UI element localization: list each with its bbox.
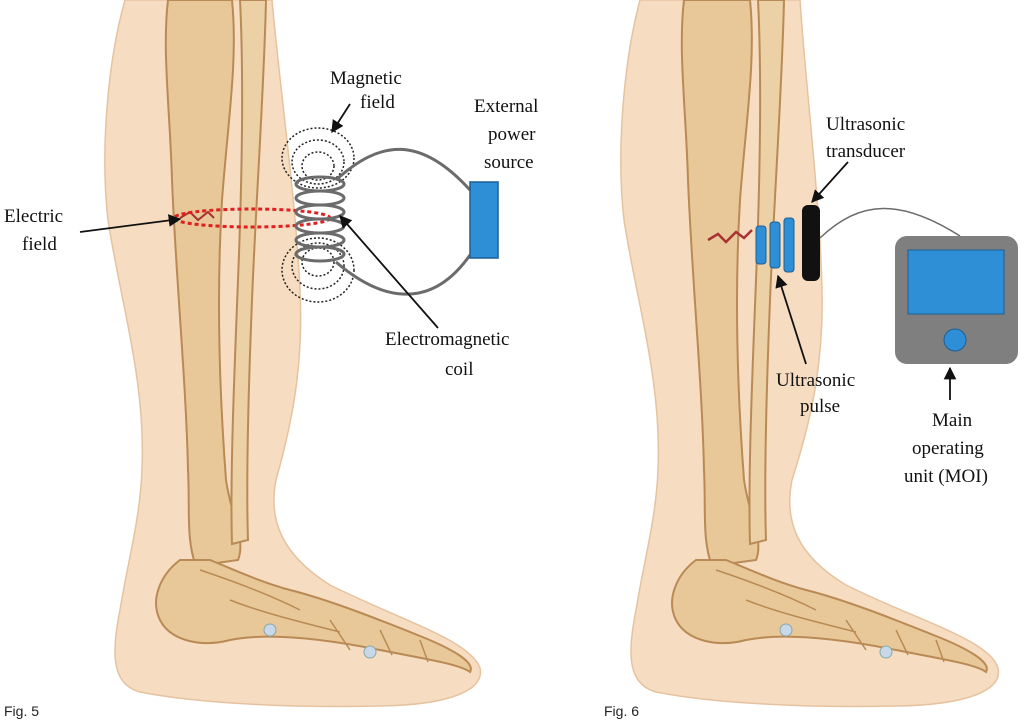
moi-label: unit (MOI) [904,466,988,487]
magnetic-field-label: field [360,92,395,113]
em-coil-label: Electromagnetic [385,329,510,350]
em-coil-label: coil [445,359,474,380]
pulse-label: Ultrasonic [776,370,855,391]
fig6-tibia [680,0,760,568]
fig6-joint-marker [779,623,793,637]
pulse-arrow [775,274,807,365]
moi-label: operating [912,438,984,459]
fig6-caption: Fig. 6 [604,703,639,719]
external-power-label: source [484,152,534,173]
fig5-panel: Magnetic field External power source Ele… [4,0,538,719]
fig5-joint-marker [363,645,377,659]
moi-label: Main [932,410,973,431]
fig6-joint-marker [879,645,893,659]
fig5-foot-bones [155,559,472,674]
fig5-caption: Fig. 5 [4,703,39,719]
magnetic-field-label: Magnetic [330,68,402,89]
moi-screen [907,249,1005,315]
fig5-ankle-detail [199,569,429,663]
electromagnetic-coil [294,175,346,263]
fig5-wire-top [334,147,472,192]
fig5-wire-bottom [335,254,472,296]
fig6-fibula [748,0,786,546]
external-power-label: External [474,96,538,117]
fig5-fibula [230,0,268,546]
fig6-panel: Ultrasonic transducer Ultrasonic pulse M… [604,0,1018,719]
ultrasonic-transducer [802,205,820,281]
fig5-joint-marker [263,623,277,637]
transducer-arrow [811,161,849,203]
pulse-label: pulse [800,396,840,417]
external-power-source-box [469,181,499,259]
transducer-label: transducer [826,141,906,162]
electric-field-label: Electric [4,206,63,227]
fig6-ankle-detail [715,569,945,663]
moi-button [943,328,967,352]
fig5-fracture-line [179,210,215,222]
external-power-label: power [488,124,536,145]
fig6-fracture-line [707,229,753,244]
magnetic-field-loops [281,127,355,303]
transducer-label: Ultrasonic [826,114,905,135]
magnetic-field-arrow [331,103,351,134]
em-coil-arrow [339,215,439,329]
fig6-foot-bones [671,559,988,674]
fig5-tibia [164,0,242,568]
electric-field-label: field [22,234,57,255]
ultrasonic-pulse [755,217,795,273]
fig6-cable [819,207,961,239]
electric-field-arrow [79,214,182,233]
